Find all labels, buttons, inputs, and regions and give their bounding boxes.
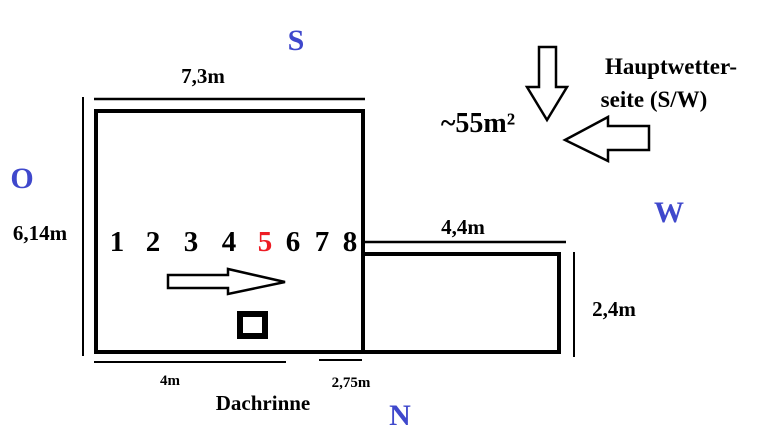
sequence-number: 4 xyxy=(222,226,237,258)
right-arrow-icon xyxy=(166,267,286,296)
down-arrow-icon xyxy=(524,45,570,123)
annex-width-label: 4,4m xyxy=(441,215,485,239)
main-height-label: 6,14m xyxy=(13,221,68,245)
sequence-number: 7 xyxy=(315,226,330,258)
sequence-number: 6 xyxy=(286,226,301,258)
weather-side-line2: seite (S/W) xyxy=(601,87,708,112)
sequence-number: 2 xyxy=(146,226,161,258)
weather-side-line1: Hauptwetter- xyxy=(605,54,737,79)
area-label: ~55m² xyxy=(441,108,515,139)
compass-north: N xyxy=(389,399,411,432)
compass-east: O xyxy=(10,162,33,195)
left-arrow-icon xyxy=(562,114,651,164)
gutter-left-label: 4m xyxy=(160,373,181,389)
gutter-label: Dachrinne xyxy=(216,391,311,415)
sequence-number: 8 xyxy=(343,226,358,258)
chimney-square-icon xyxy=(237,311,268,339)
compass-south: S xyxy=(288,24,305,57)
compass-west: W xyxy=(654,196,684,229)
annex-roof-outline xyxy=(361,252,561,354)
number-sequence: 1 2 3 4 5 6 7 8 xyxy=(110,226,358,258)
sequence-number: 1 xyxy=(110,226,125,258)
gutter-right-label: 2,75m xyxy=(332,375,371,391)
sequence-number: 5 xyxy=(258,226,273,258)
main-roof-outline xyxy=(94,109,365,354)
main-width-label: 7,3m xyxy=(181,64,225,88)
sequence-number: 3 xyxy=(184,226,199,258)
annex-height-label: 2,4m xyxy=(592,297,636,321)
